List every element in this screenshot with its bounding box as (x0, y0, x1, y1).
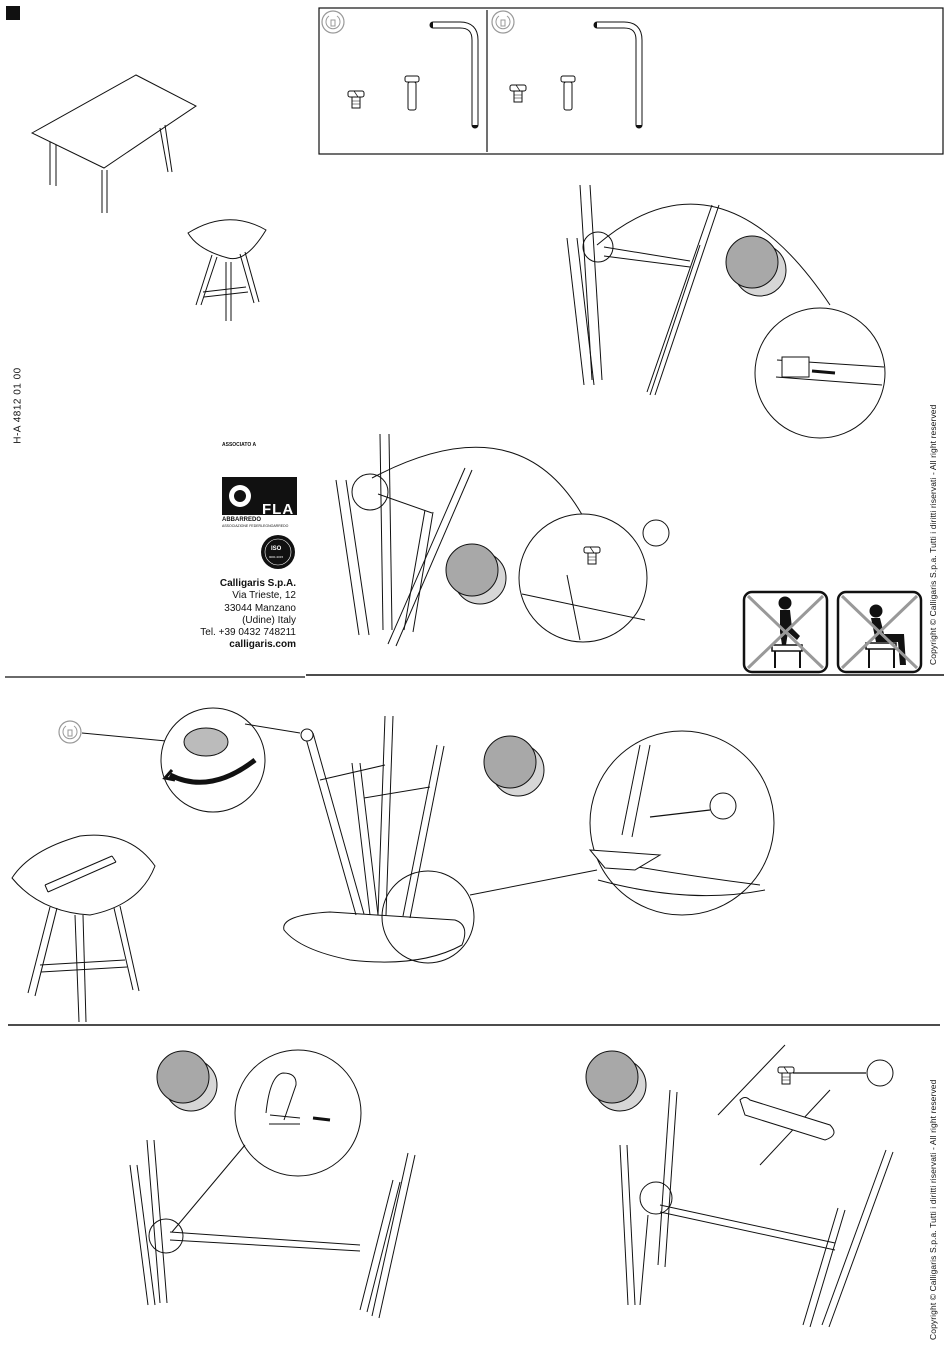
step-circle (483, 735, 545, 797)
iso-label: ISO (271, 546, 282, 552)
iso-logo (261, 535, 295, 569)
company-phone: Tel. +39 0432 748211 (200, 627, 296, 639)
company-block: Calligaris S.p.A. Via Trieste, 12 33044 … (200, 578, 296, 652)
step-circle (585, 1050, 647, 1112)
parts-box (318, 7, 944, 155)
fla-sub: ASSOCIAZIONE FEDERLEGNOARREDO (222, 524, 289, 528)
copyright-text-bottom: Copyright © Calligaris S.p.a. Tutti i di… (928, 1079, 938, 1340)
step-circle (445, 543, 507, 605)
no-standing-icon (742, 590, 829, 674)
step-circle (156, 1050, 218, 1112)
assembled-table (11, 834, 156, 1023)
table-preview (30, 74, 197, 213)
step-4 (129, 1049, 416, 1319)
fla-logo (222, 477, 297, 515)
stool-preview (187, 219, 267, 321)
no-sitting-icon (836, 590, 923, 674)
hex-key-icon (58, 720, 82, 744)
company-address-1: Via Trieste, 12 (232, 590, 296, 602)
step-3 (58, 707, 775, 964)
hex-key-icon (321, 10, 345, 34)
fla-brand: FLA (262, 501, 295, 518)
company-address-2: 33044 Manzano (224, 602, 296, 614)
document-code: H-A 4812 01 00 (12, 367, 24, 444)
step-1 (566, 184, 886, 439)
company-name: Calligaris S.p.A. (219, 578, 296, 589)
step-circle (725, 235, 787, 297)
hex-key-icon (491, 10, 515, 34)
fla-associato-label: ASSOCIATO A (222, 442, 257, 448)
corner-marker (6, 6, 20, 20)
copyright-text-top: Copyright © Calligaris S.p.a. Tutti i di… (928, 404, 938, 665)
iso-sub: 9001:2015 (269, 555, 284, 559)
step-5 (585, 1044, 894, 1328)
company-website: calligaris.com (229, 639, 296, 651)
fla-abbarredo: ABBARREDO (222, 517, 261, 523)
step-2 (335, 433, 670, 647)
company-address-3: (Udine) Italy (242, 614, 296, 626)
